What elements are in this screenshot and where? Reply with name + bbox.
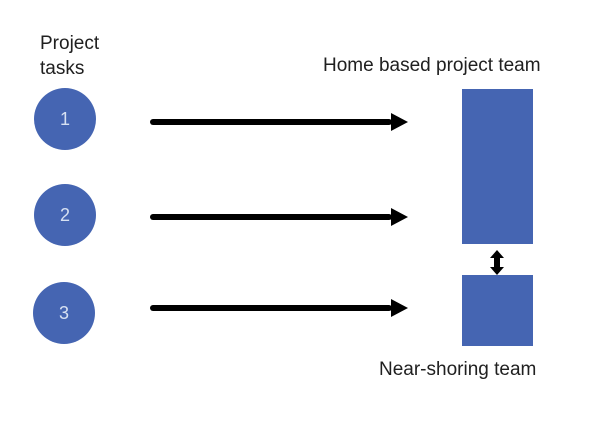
nearshore-team-box — [462, 275, 533, 346]
project-tasks-label: Project tasks — [40, 33, 100, 79]
home-team-label: Home based project team — [323, 55, 541, 76]
home-team-box — [462, 89, 533, 244]
task-2-arrow-icon — [150, 214, 392, 220]
task-number-3: 3 — [58, 302, 69, 323]
task-circle-2: 2 — [34, 184, 96, 246]
double-arrow-shaft — [494, 256, 500, 269]
task-number-1: 1 — [59, 108, 70, 129]
task-circle-1: 1 — [34, 88, 96, 150]
task-number-2: 2 — [59, 204, 70, 225]
double-headed-arrow-icon — [490, 250, 504, 275]
task-1-arrow-icon — [150, 119, 392, 125]
task-3-arrow-icon — [150, 305, 392, 311]
task-circle-3: 3 — [33, 282, 95, 344]
nearshore-team-label: Near-shoring team — [379, 359, 537, 380]
